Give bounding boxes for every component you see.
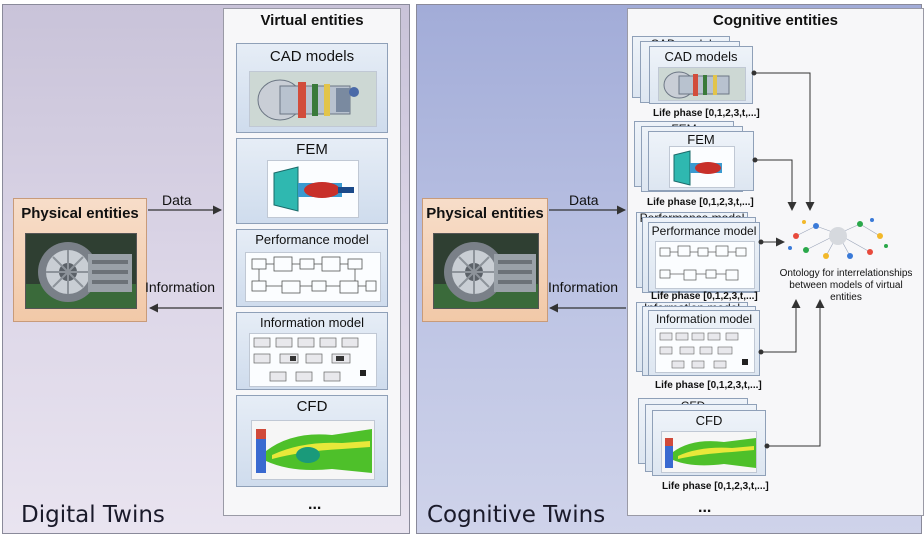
dt-information-model-card: Information model	[236, 312, 388, 390]
info-model-image	[249, 333, 377, 387]
virtual-entities-title: Virtual entities	[260, 12, 364, 29]
dt-performance-model-card: Performance model	[236, 229, 388, 307]
ct-fem-card: FEM	[648, 131, 754, 191]
ct-ellipsis: ...	[698, 499, 712, 516]
dt-performance-model-label: Performance model	[255, 232, 369, 247]
ct-fem-life-phase: Life phase [0,1,2,3,t,...]	[647, 197, 754, 208]
ct-perf-life-phase: Life phase [0,1,2,3,t,...]	[651, 291, 758, 302]
cad-engine-image	[249, 71, 377, 127]
ct-cad-models-card: CAD models	[649, 46, 753, 104]
ct-information-model-card: Information model	[648, 310, 760, 376]
digital-twins-label: Digital Twins	[21, 502, 165, 528]
dt-information-label: Information	[145, 279, 216, 295]
dt-data-label: Data	[162, 192, 192, 208]
ct-cad-models-label: CAD models	[664, 49, 738, 64]
dt-fem-card: FEM	[236, 138, 388, 224]
ontology-network-icon	[786, 212, 890, 264]
ct-cad-life-phase: Life phase [0,1,2,3,t,...]	[653, 108, 760, 119]
dt-cad-models-label: CAD models	[269, 48, 355, 65]
dt-information-model-label: Information model	[259, 315, 365, 330]
dt-cfd-card: CFD	[236, 395, 388, 487]
ct-performance-model-label: Performance model	[651, 224, 757, 238]
ct-cfd-label: CFD	[695, 413, 723, 428]
ct-performance-model-card: Performance model	[648, 222, 760, 292]
ct-info-model-image	[655, 328, 755, 373]
fem-mesh-image	[267, 160, 359, 218]
ct-cfd-life-phase: Life phase [0,1,2,3,t,...]	[662, 481, 769, 492]
ct-information-model-label: Information model	[655, 312, 753, 326]
cfd-flow-image	[251, 420, 375, 480]
ct-fem-mesh-image	[669, 146, 735, 188]
ct-cfd-flow-image	[661, 431, 757, 473]
dt-physical-entities-title: Physical entities	[21, 205, 139, 222]
dt-physical-entities-box: Physical entities	[13, 198, 147, 322]
ct-block-diagram-image	[655, 241, 755, 289]
ct-fem-label: FEM	[687, 132, 715, 147]
ct-data-label: Data	[569, 192, 599, 208]
cognitive-entities-title: Cognitive entities	[712, 12, 839, 29]
dt-fem-label: FEM	[296, 141, 328, 158]
block-diagram-image	[245, 252, 381, 302]
dt-cad-models-card: CAD models	[236, 43, 388, 133]
dt-ellipsis: ...	[308, 496, 322, 513]
ct-cad-engine-image	[658, 67, 746, 101]
ct-physical-entities-title: Physical entities	[426, 205, 544, 222]
ontology-text: Ontology for interrelationships between …	[779, 268, 913, 303]
ct-physical-entities-box: Physical entities	[422, 198, 548, 322]
cognitive-twins-label: Cognitive Twins	[427, 502, 606, 528]
ct-cfd-card: CFD	[652, 410, 766, 476]
dt-cfd-label: CFD	[296, 398, 328, 415]
ct-information-label: Information	[548, 279, 619, 295]
ct-info-life-phase: Life phase [0,1,2,3,t,...]	[655, 380, 762, 391]
dt-turbine-photo	[25, 233, 137, 309]
ct-turbine-photo	[433, 233, 539, 309]
